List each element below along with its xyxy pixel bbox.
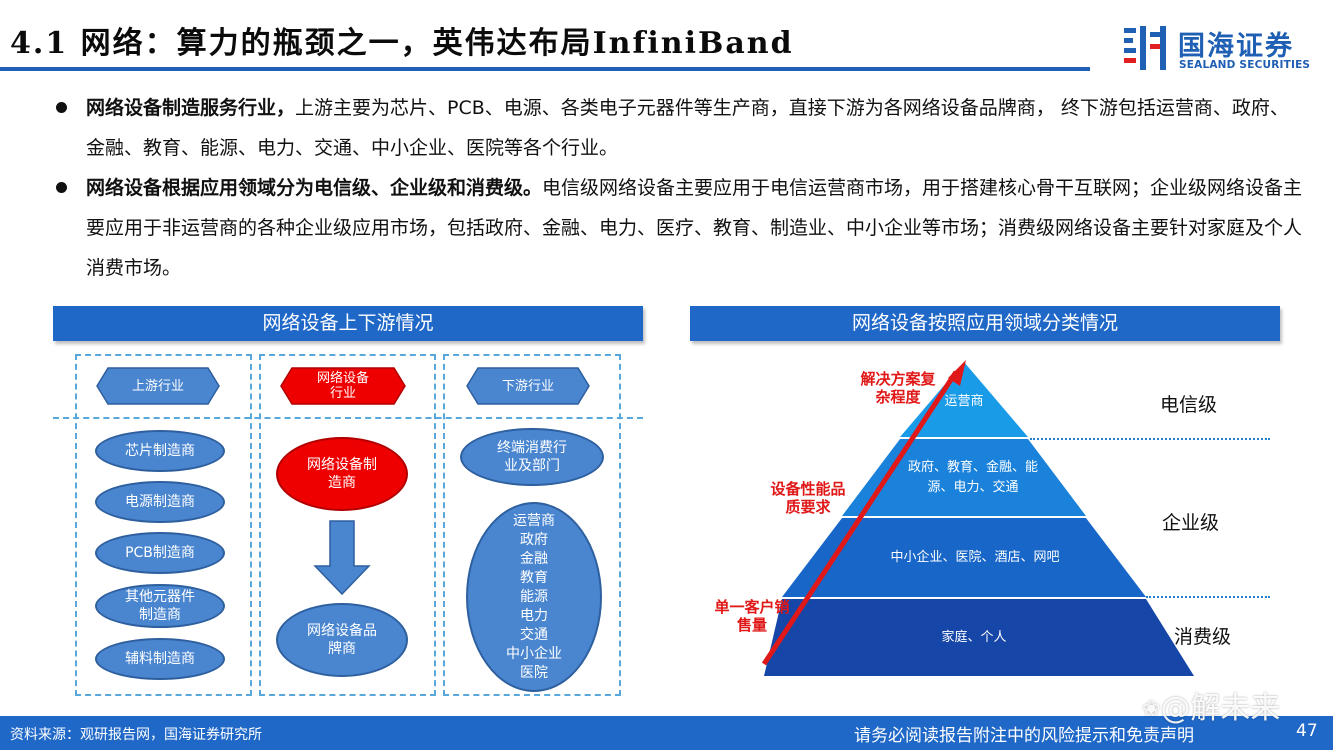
page-number: 47 [1296,721,1318,741]
industry-item: 教育 [520,569,548,586]
midstream-column [259,354,436,696]
footer-bar: 资料来源：观研报告网，国海证券研究所 请务必阅读报告附注中的风险提示和免责声明 … [0,716,1333,750]
brand-node: 网络设备品牌商 [276,603,408,677]
level-divider-line [1146,596,1270,598]
source-note: 资料来源：观研报告网，国海证券研究所 [10,727,262,743]
tier-label-sme: 中小企业、医院、酒店、网吧 [890,550,1060,565]
upstream-downstream-header: 网络设备上下游情况 [53,306,643,341]
bullet-bold-lead: 网络设备制造服务行业， [86,97,296,119]
classification-header: 网络设备按照应用领域分类情况 [690,306,1280,341]
watermark: ❀@解未来 [1142,683,1280,727]
bullet-item: 网络设备制造服务行业，上游主要为芯片、PCB、电源、各类电子元器件等生产商，直接… [56,88,1306,168]
hexagon-shape [96,367,220,405]
upstream-header-hexagon: 上游行业 [96,367,220,405]
title-underline [0,67,1090,71]
level-telecom: 电信级 [1160,394,1218,416]
industry-item: 中小企业 [506,645,562,662]
increase-arrow-head-icon [948,360,966,386]
upstream-node: 芯片制造商 [95,430,225,472]
disclaimer-text: 请务必阅读报告附注中的风险提示和免责声明 [854,726,1194,746]
industry-item: 运营商 [513,512,555,529]
bullet-text: 上游主要为芯片、PCB、电源、各类电子元器件等生产商，直接下游为各网络设备品牌商… [86,97,1289,159]
classification-pyramid [761,360,1194,676]
midstream-header-hexagon: 网络设备行业 [280,367,406,405]
industry-item: 医院 [520,664,548,681]
logo-chinese-name: 国海证券 [1178,31,1294,62]
increase-arrow-line [761,370,959,666]
bullet-text: 电信级网络设备主要应用于电信运营商市场，用于搭建核心骨干互联网；企业级网络设备主… [86,177,1303,279]
terminal-consumer-node: 终端消费行业及部门 [460,428,604,486]
level-consumer: 消费级 [1174,626,1232,648]
level-divider-line [1030,438,1270,440]
sealand-logo-icon [1124,26,1166,70]
pyramid-tier-enterprise-top [842,439,1086,516]
downstream-header-hexagon: 下游行业 [466,367,590,405]
level-enterprise: 企业级 [1162,512,1220,534]
upstream-column [75,354,252,696]
hexagon-shape [280,367,406,405]
company-logo: 国海证券 SEALAND SECURITIES [1122,22,1312,74]
upstream-node: 其他元器件制造商 [95,584,225,628]
upstream-node: 辅料制造商 [95,638,225,680]
midstream-header-label: 网络设备行业 [316,371,369,401]
bullet-list: 网络设备制造服务行业，上游主要为芯片、PCB、电源、各类电子元器件等生产商，直接… [56,88,1306,288]
downstream-header-label: 下游行业 [501,378,554,394]
performance-quality-label: 设备性能品质要求 [770,480,846,516]
pyramid-tier-consumer [764,599,1194,676]
bullet-item: 网络设备根据应用领域分为电信级、企业级和消费级。电信级网络设备主要应用于电信运营… [56,168,1306,288]
pyramid-tier-enterprise-bottom [782,518,1146,597]
page-title: 4.1 网络：算力的瓶颈之一，英伟达布局InfiniBand [10,26,794,61]
industry-item: 电力 [520,607,548,624]
down-arrow-icon [313,520,371,596]
upstream-node: 电源制造商 [95,481,225,523]
bullet-dot-icon [56,182,67,193]
single-client-sales-label: 单一客户销售量 [714,598,790,634]
column-divider-line [53,417,643,419]
manufacturer-node: 网络设备制造商 [276,437,408,511]
downstream-industries-node: 运营商 政府 金融 教育 能源 电力 交通 中小企业 医院 [466,502,602,692]
hexagon-shape [466,367,590,405]
industry-item: 交通 [520,626,548,643]
tier-label-government: 政府、教育、金融、能源、电力、交通 [907,460,1038,495]
tier-label-consumer: 家庭、个人 [941,630,1007,645]
industry-item: 能源 [520,588,548,605]
watermark-paw-icon: ❀ [1142,697,1161,722]
bullet-dot-icon [56,102,67,113]
watermark-text: @解未来 [1160,691,1281,726]
downstream-column [443,354,621,696]
industry-item: 金融 [520,550,548,567]
tier-label-telecom: 运营商 [944,394,984,409]
upstream-node: PCB制造商 [95,532,225,574]
industry-item: 政府 [520,531,548,548]
bullet-bold-lead: 网络设备根据应用领域分为电信级、企业级和消费级。 [86,177,543,199]
upstream-header-label: 上游行业 [131,378,184,394]
pyramid-tier-telecom [900,362,1028,437]
solution-complexity-label: 解决方案复杂程度 [860,370,936,406]
logo-english-name: SEALAND SECURITIES [1179,59,1311,71]
